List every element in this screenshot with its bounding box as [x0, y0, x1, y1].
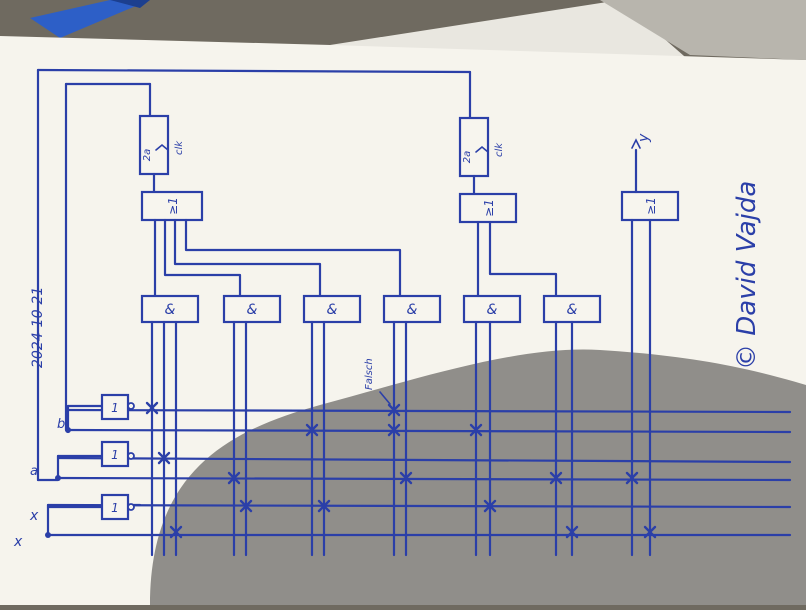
flipflop-label: 2a: [462, 151, 473, 164]
annotation-falsch: Falsch: [364, 358, 375, 390]
inverter-b: 1: [66, 393, 135, 421]
connection-cross: [317, 499, 331, 513]
inverter-a: 1: [56, 440, 135, 468]
not-label: 1: [111, 448, 119, 462]
junction-dot: [55, 475, 61, 481]
annotation-arrow: [379, 391, 391, 405]
connection-cross: [227, 471, 241, 485]
and-gate-2: &: [222, 294, 282, 324]
not-label: 1: [111, 501, 119, 515]
connection-cross: [565, 525, 579, 539]
and-label: &: [327, 302, 338, 318]
and-label: &: [247, 302, 258, 318]
signature: © David Vajda: [732, 181, 762, 370]
connection-cross: [549, 471, 563, 485]
inverter-x: 1: [46, 493, 135, 521]
input-label-b: b: [57, 417, 65, 432]
or-gate-output: ≥1: [620, 138, 680, 222]
date-label: 2024-10-21: [30, 287, 46, 368]
or-label: ≥1: [482, 199, 496, 217]
flipflop-right: 2a clk: [458, 116, 505, 196]
connection-cross: [169, 525, 183, 539]
and-gate-4: &: [382, 294, 442, 324]
connection-cross: [625, 471, 639, 485]
connection-cross: [305, 423, 319, 437]
junction-dot: [65, 427, 71, 433]
connection-cross: [387, 403, 401, 417]
hand-shadow: [150, 349, 806, 605]
or-gate-right: ≥1: [458, 192, 518, 224]
connection-cross: [469, 423, 483, 437]
junction-dot: [45, 532, 51, 538]
output-label-y: y: [636, 133, 652, 143]
and-label: &: [407, 302, 418, 318]
or-and-wiring: [153, 218, 558, 298]
connection-cross: [643, 525, 657, 539]
and-gate-5: &: [462, 294, 522, 324]
and-gate-3: &: [302, 294, 362, 324]
and-label: &: [487, 302, 498, 318]
connection-cross: [387, 423, 401, 437]
input-label-x-2: x: [29, 508, 39, 524]
background-metal: [600, 0, 806, 60]
connection-cross: [483, 499, 497, 513]
clk-label: clk: [494, 142, 505, 157]
connection-cross: [157, 451, 171, 465]
connection-cross: [399, 471, 413, 485]
or-label: ≥1: [166, 197, 180, 215]
and-label: &: [567, 302, 578, 318]
and-gate-6: &: [542, 294, 602, 324]
and-gate-1: &: [140, 294, 200, 324]
flipflop-label: 2a: [142, 149, 153, 162]
input-label-x: x: [13, 534, 23, 550]
flipflop-left: 2a clk: [138, 114, 185, 194]
or-label: ≥1: [644, 197, 658, 215]
not-label: 1: [111, 401, 119, 415]
clk-label: clk: [174, 140, 185, 155]
and-label: &: [165, 302, 176, 318]
and-input-verticals: [150, 218, 652, 557]
connection-crosses: [145, 401, 657, 539]
or-gate-left: ≥1: [140, 190, 204, 222]
pen-icon: [30, 0, 150, 38]
connection-cross: [239, 499, 253, 513]
connection-cross: [145, 401, 159, 415]
input-verticals: [36, 68, 472, 537]
input-label-a: a: [30, 464, 38, 479]
